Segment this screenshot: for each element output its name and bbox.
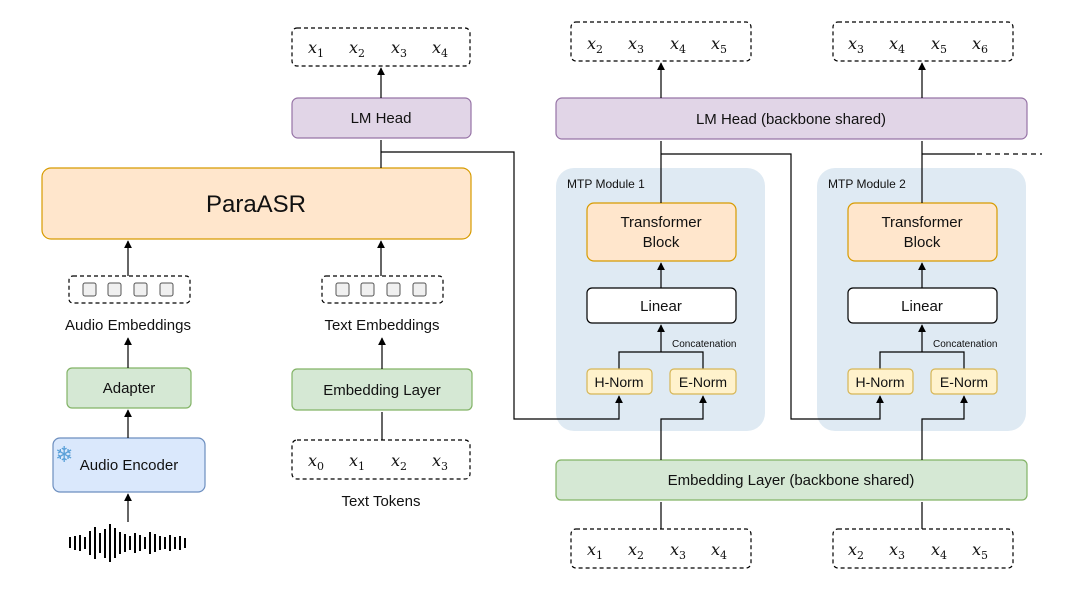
mtp-module-1-title: MTP Module 1 bbox=[567, 177, 645, 191]
snowflake-icon: ❄ bbox=[55, 443, 73, 468]
svg-text:Audio Encoder: Audio Encoder bbox=[80, 457, 178, 474]
mtp2-h-norm: H-Norm bbox=[847, 368, 914, 395]
svg-text:H-Norm: H-Norm bbox=[856, 374, 905, 390]
mtp1-concat-label: Concatenation bbox=[672, 339, 737, 350]
waveform-icon bbox=[69, 524, 186, 562]
svg-text:ParaASR: ParaASR bbox=[206, 191, 306, 218]
adapter-block: Adapter bbox=[66, 367, 192, 409]
mtp1-output-tokens: x2 x3 x4 x5 bbox=[570, 21, 752, 62]
mtp1-linear-block: Linear bbox=[586, 287, 737, 324]
audio-embeddings-label: Audio Embeddings bbox=[65, 317, 191, 334]
left-embedding-layer: Embedding Layer bbox=[291, 368, 473, 411]
left-output-tokens: x1 x2 x3 x4 bbox=[291, 27, 471, 67]
svg-text:LM Head (backbone shared): LM Head (backbone shared) bbox=[696, 111, 886, 128]
audio-embeddings-box bbox=[68, 275, 191, 304]
svg-text:E-Norm: E-Norm bbox=[940, 374, 988, 390]
svg-text:Embedding Layer: Embedding Layer bbox=[323, 382, 441, 399]
mtp2-e-norm: E-Norm bbox=[930, 368, 998, 395]
svg-text:Linear: Linear bbox=[640, 298, 682, 315]
svg-text:E-Norm: E-Norm bbox=[679, 374, 727, 390]
svg-text:LM Head: LM Head bbox=[351, 110, 412, 127]
embedding-layer-shared: Embedding Layer (backbone shared) bbox=[555, 459, 1028, 501]
svg-text:Block: Block bbox=[643, 234, 680, 251]
mtp2-concat-label: Concatenation bbox=[933, 339, 998, 350]
paraasr-model-block: ParaASR bbox=[41, 167, 472, 240]
svg-text:Block: Block bbox=[904, 234, 941, 251]
text-embeddings-label: Text Embeddings bbox=[324, 317, 439, 334]
svg-text:Transformer: Transformer bbox=[620, 214, 701, 231]
left-input-tokens: x0 x1 x2 x3 bbox=[291, 439, 471, 480]
mtp1-e-norm: E-Norm bbox=[669, 368, 737, 395]
mtp2-output-tokens: x3 x4 x5 x6 bbox=[832, 21, 1014, 62]
svg-text:Embedding Layer (backbone shar: Embedding Layer (backbone shared) bbox=[668, 472, 915, 489]
text-tokens-label: Text Tokens bbox=[342, 493, 421, 510]
svg-text:H-Norm: H-Norm bbox=[595, 374, 644, 390]
audio-encoder-block: Audio Encoder bbox=[52, 437, 206, 493]
svg-text:Adapter: Adapter bbox=[103, 380, 156, 397]
hidden-state-connector-1 bbox=[381, 151, 623, 420]
svg-text:Linear: Linear bbox=[901, 298, 943, 315]
lm-head-shared: LM Head (backbone shared) bbox=[555, 97, 1028, 140]
mtp-module-2-title: MTP Module 2 bbox=[828, 177, 906, 191]
mtp1-h-norm: H-Norm bbox=[586, 368, 653, 395]
left-lm-head: LM Head bbox=[291, 97, 472, 139]
mtp2-linear-block: Linear bbox=[847, 287, 998, 324]
mtp2-input-tokens: x2 x3 x4 x5 bbox=[832, 528, 1014, 569]
hidden-state-connector-2 bbox=[661, 153, 884, 420]
text-embeddings-box bbox=[321, 275, 444, 304]
svg-text:Transformer: Transformer bbox=[881, 214, 962, 231]
mtp2-transformer-block: Transformer Block bbox=[847, 202, 998, 262]
mtp1-transformer-block: Transformer Block bbox=[586, 202, 737, 262]
mtp1-input-tokens: x1 x2 x3 x4 bbox=[570, 528, 752, 569]
